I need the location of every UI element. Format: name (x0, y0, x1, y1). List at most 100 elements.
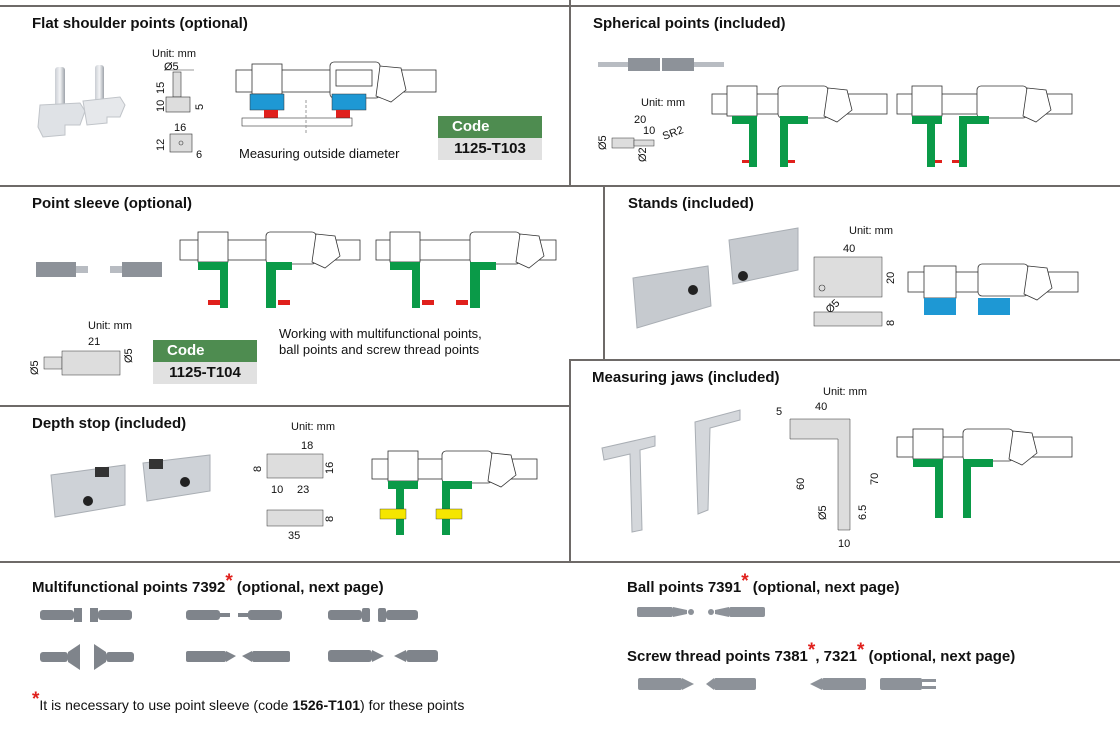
title-text: Multifunctional points 7392 (32, 579, 226, 596)
footnote: *It is necessary to use point sleeve (co… (32, 689, 465, 716)
divider-top-vertical (569, 0, 571, 186)
asterisk: * (225, 571, 233, 592)
measuring-jaws-photo (601, 409, 741, 533)
flat-shoulder-points-photo (37, 65, 126, 138)
dim-hole: 6 (196, 149, 202, 161)
code-box-flat-shoulder: Code 1125-T103 (438, 116, 542, 160)
section-title: Measuring jaws (included) (592, 369, 780, 386)
asterisk-2: * (857, 640, 865, 661)
unit-label: Unit: mm (823, 386, 867, 398)
caliper-jaws-illustration (896, 428, 1073, 518)
unit-label: Unit: mm (849, 225, 893, 237)
ball-points-photo (637, 607, 765, 617)
dim-inner-height: 60 (795, 478, 807, 490)
dim-h1: 15 (155, 82, 167, 94)
dim-thickness: 8 (885, 320, 897, 326)
dim-d2: Ø5 (123, 348, 135, 363)
divider-bottom (0, 561, 1120, 563)
footnote-pre: It is necessary to use point sleeve (cod… (39, 697, 293, 713)
dim-right: 23 (297, 484, 309, 496)
dim-height: 20 (885, 272, 897, 284)
title-suffix: (optional, next page) (864, 648, 1016, 665)
divider-depth-top (0, 405, 570, 407)
dim-radius: SR2 (661, 124, 685, 143)
title-suffix: (optional, next page) (748, 579, 900, 596)
dim-thickness: 8 (324, 516, 336, 522)
dim-length: 40 (843, 243, 855, 255)
dim-h3: 5 (194, 104, 206, 110)
depth-stop-dimension-drawing: 18 8 16 10 23 8 35 (252, 440, 336, 542)
caliper-sleeve-illustration-2 (375, 231, 557, 308)
caliper-stands-illustration (907, 263, 1079, 315)
dim-length: 21 (88, 336, 100, 348)
dim-h2: 10 (155, 100, 167, 112)
caliper-spherical-illustration-1 (711, 85, 888, 167)
section-title: Point sleeve (optional) (32, 195, 193, 212)
dim-hole: Ø5 (817, 505, 829, 520)
unit-label: Unit: mm (641, 97, 685, 109)
dim-top: 5 (776, 406, 782, 418)
caption-working-with: Working with multifunctional points, bal… (279, 326, 482, 358)
divider-jaws-top (569, 359, 1120, 361)
caliper-outside-diameter-illustration (235, 61, 437, 134)
measuring-jaws-dimension-drawing: 5 40 60 70 Ø5 6.5 10 (776, 401, 881, 550)
stands-photo (632, 227, 799, 329)
point-sleeve-dimension-drawing: 21 Ø5 Ø5 (29, 336, 135, 376)
footnote-code: 1526-T101 (292, 697, 361, 713)
section-title: Screw thread points 7381*, 7321* (option… (627, 640, 1016, 667)
spherical-points-photo (598, 58, 724, 71)
spherical-dimension-drawing: 20 10 SR2 Ø5 Ø2 (597, 114, 685, 162)
divider-row1 (0, 185, 1120, 187)
asterisk-1: * (807, 640, 816, 661)
dim-offset: 6.5 (857, 505, 869, 520)
asterisk: * (32, 689, 40, 710)
caliper-spherical-illustration-2 (896, 85, 1073, 167)
dim-total-height: 70 (869, 473, 881, 485)
code-header: Code (153, 340, 257, 362)
dim-height: 16 (324, 462, 336, 474)
dim-depth: 12 (155, 139, 167, 151)
section-title: Depth stop (included) (32, 415, 187, 432)
stands-dimension-drawing: 40 20 Ø5 8 (813, 243, 897, 327)
section-title: Multifunctional points 7392* (optional, … (32, 571, 384, 598)
dim-left: 10 (271, 484, 283, 496)
divider-stands-vertical (603, 185, 605, 361)
dim-diameter: Ø5 (597, 135, 609, 150)
dim-length: 20 (634, 114, 646, 126)
dim-length: 35 (288, 530, 300, 542)
section-title: Flat shoulder points (optional) (32, 15, 248, 32)
footnote-post: ) for these points (360, 697, 465, 713)
title-suffix: (optional, next page) (232, 579, 384, 596)
dim-tip-diameter: Ø2 (637, 147, 649, 162)
caption-line-2: ball points and screw thread points (279, 342, 480, 357)
title-text: Screw thread points 7381 (627, 648, 808, 665)
dim-width: 40 (815, 401, 827, 413)
code-header: Code (438, 116, 542, 138)
dim-d1: Ø5 (29, 360, 41, 375)
section-title: Stands (included) (628, 195, 754, 212)
dim-top: 18 (301, 440, 313, 452)
code-value: 1125-T103 (438, 138, 542, 160)
dim-slot: 8 (252, 466, 264, 472)
unit-label: Unit: mm (152, 48, 196, 60)
asterisk: * (741, 571, 749, 592)
title-text: Ball points 7391 (627, 579, 742, 596)
dim-tip-length: 10 (643, 125, 655, 137)
title-separator: , 7321 (815, 648, 858, 665)
unit-label: Unit: mm (291, 421, 335, 433)
divider-jaws-vertical (569, 359, 571, 563)
section-title: Spherical points (included) (593, 15, 786, 32)
caption-line-1: Working with multifunctional points, (279, 326, 482, 341)
dim-width: 16 (174, 122, 186, 134)
caliper-depth-stop-illustration (371, 450, 538, 535)
caliper-sleeve-illustration-1 (179, 231, 361, 308)
top-border (0, 5, 1120, 7)
unit-label: Unit: mm (88, 320, 132, 332)
multifunctional-points-photos (40, 608, 438, 670)
code-value: 1125-T104 (153, 362, 257, 384)
flat-shoulder-dimension-drawing: Ø5 15 10 5 16 12 6 (155, 61, 206, 161)
depth-stop-photo (50, 454, 211, 518)
screw-thread-points-photo (638, 678, 936, 690)
code-box-point-sleeve: Code 1125-T104 (153, 340, 257, 384)
dim-leg-width: 10 (838, 538, 850, 550)
